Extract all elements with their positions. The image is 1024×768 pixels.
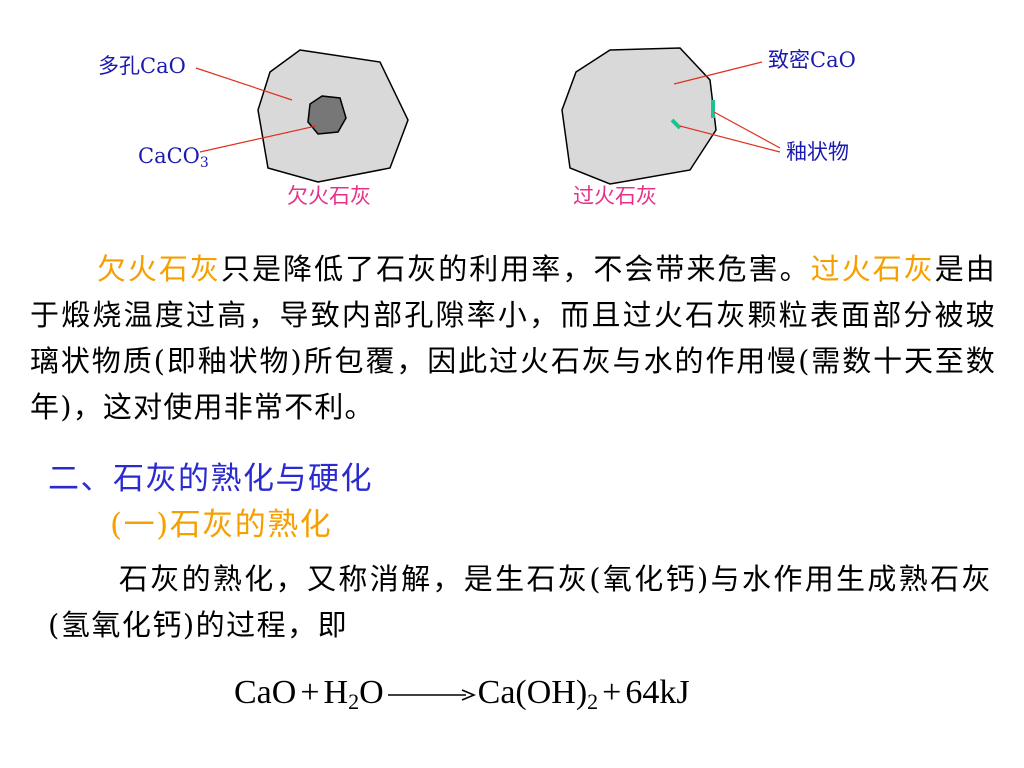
dense-cao-pointer	[673, 61, 763, 85]
equation-plus-1: +	[300, 674, 320, 711]
caco3-label-base: CaCO	[138, 144, 200, 168]
overburned-lime-particle	[561, 47, 717, 185]
glaze-label: 釉状物	[786, 140, 849, 164]
overburned-lime-text: 是由于煅烧温度过高，导致内部孔隙率小，而且过火石灰颗粒表面部分被玻璃状物质(即釉…	[30, 252, 996, 424]
equation-plus-2: +	[602, 674, 622, 711]
caco3-core	[307, 95, 347, 135]
water-subscript: 2	[348, 689, 360, 714]
equation-reactant-cao: CaO	[234, 674, 297, 711]
glaze-pointer-2	[679, 125, 781, 153]
lime-diagram-graphic	[195, 47, 781, 185]
underburned-lime-caption: 欠火石灰	[287, 184, 371, 208]
slaking-paragraph: 石灰的熟化，又称消解，是生石灰(氧化钙)与水作用生成熟石灰(氢氧化钙)的过程，即	[48, 556, 992, 648]
subsection-heading: (一)石灰的熟化	[110, 507, 333, 543]
caoh-subscript: 2	[587, 689, 599, 714]
glaze-pointer-1	[713, 111, 781, 149]
water-h: H	[323, 674, 349, 711]
porous-cao-label: 多孔CaO	[98, 54, 186, 78]
reaction-arrow	[386, 685, 476, 705]
section-heading: 二、石灰的熟化与硬化	[48, 461, 373, 497]
lime-diagram: 多孔CaO CaCO3 欠火石灰 致密CaO 釉状物 过火石灰	[0, 0, 1024, 225]
dense-cao-label: 致密CaO	[768, 48, 856, 72]
lime-quality-paragraph: 欠火石灰只是降低了石灰的利用率，不会带来危害。过火石灰是由于煅烧温度过高，导致内…	[30, 246, 996, 430]
caco3-label: CaCO3	[138, 144, 209, 171]
equation-reactant-water: H2O	[323, 674, 384, 714]
underburned-lime-text: 只是降低了石灰的利用率，不会带来危害。	[220, 252, 811, 286]
caoh-text: Ca(OH)	[477, 674, 588, 711]
equation-product-caoh2: Ca(OH)2	[477, 674, 599, 714]
overburned-lime-caption: 过火石灰	[573, 184, 657, 208]
underburned-lime-term: 欠火石灰	[96, 252, 221, 286]
slaking-text: 石灰的熟化，又称消解，是生石灰(氧化钙)与水作用生成熟石灰(氢氧化钙)的过程，即	[48, 562, 992, 642]
caco3-pointer	[199, 125, 317, 153]
water-o: O	[359, 674, 384, 711]
overburned-lime-term: 过火石灰	[810, 252, 935, 286]
porous-cao-pointer	[195, 67, 293, 101]
glaze-mark-2	[670, 118, 682, 130]
caco3-label-subscript: 3	[199, 155, 209, 171]
equation-energy: 64kJ	[625, 674, 690, 711]
